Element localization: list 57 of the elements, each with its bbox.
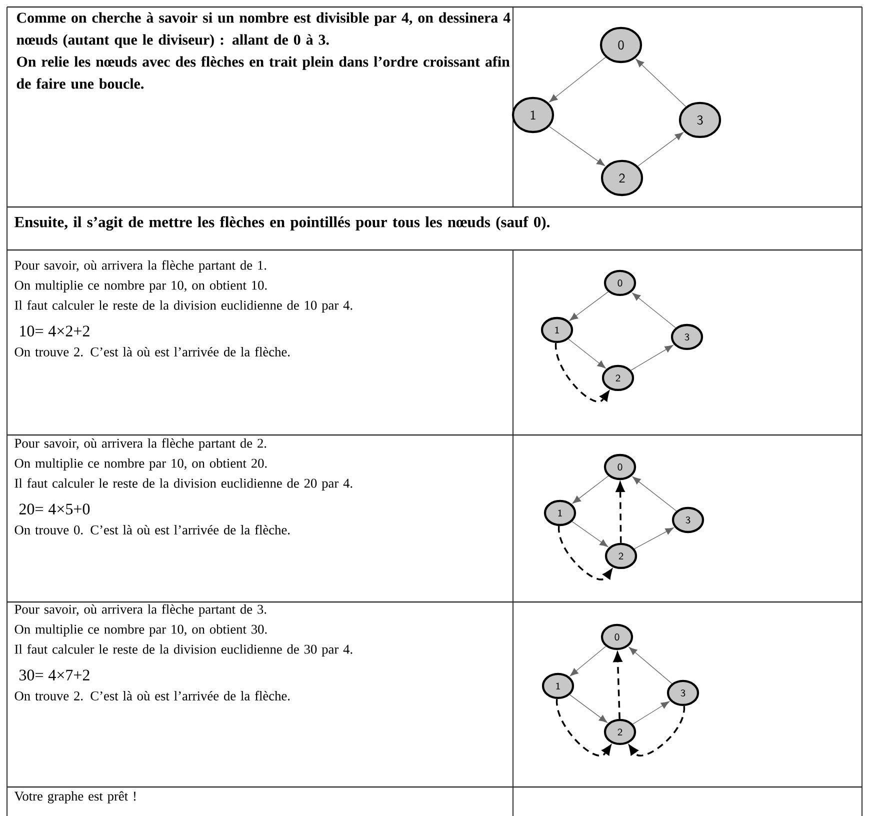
cell-text: On relie les nœuds avec des flèches en trait plein dans l’ordre croissant afin de faire une boucle. bbox=[16, 56, 510, 89]
arrow bbox=[556, 699, 612, 756]
arrow bbox=[615, 480, 626, 543]
graph-node: 1 bbox=[542, 672, 574, 700]
cell-text: On multiplie ce nombre par 10, on obtient 20. bbox=[14, 458, 267, 470]
arrow bbox=[630, 345, 674, 371]
formula-text: 30= 4×7+2 bbox=[20, 670, 90, 680]
arrow bbox=[570, 694, 608, 723]
graph-node: 1 bbox=[544, 500, 576, 526]
arrow bbox=[549, 56, 606, 102]
cell-text: Pour savoir, où arrivera la flèche partant de 3. bbox=[14, 604, 266, 616]
formula-text: 20= 4×5+0 bbox=[19, 504, 90, 514]
graph-node: 1 bbox=[540, 316, 574, 344]
cell-text: Pour savoir, où arrivera la flèche partant de 2. bbox=[14, 438, 266, 450]
arrow bbox=[634, 527, 674, 550]
cell-text: Il faut calculer le reste de la division euclidienne de 30 par 4. bbox=[14, 644, 352, 656]
graph-node: 0 bbox=[604, 270, 636, 296]
arrow bbox=[628, 646, 672, 684]
cell-text: On trouve 0. C’est là où est l’arrivée de la flèche. bbox=[14, 524, 290, 534]
arrow bbox=[558, 526, 614, 580]
graph-node: 3 bbox=[670, 324, 704, 350]
graph-node: 0 bbox=[604, 454, 636, 480]
graph-node: 2 bbox=[600, 160, 644, 196]
arrow bbox=[548, 126, 606, 166]
arrow bbox=[570, 292, 608, 321]
cell-text: Votre graphe est prêt ! bbox=[14, 791, 136, 804]
arrow bbox=[555, 343, 610, 402]
cell-text: Ensuite, il s’agit de mettre les flèches en pointillés pour tous les nœuds (sauf 0). bbox=[14, 216, 550, 231]
cell-text: Comme on cherche à savoir si un nombre est divisible par 4, on dessinera 4 nœuds (autant que le diviseur) : allant de 0 à 3. bbox=[16, 12, 510, 48]
arrow bbox=[628, 706, 686, 756]
cell-text: Il faut calculer le reste de la division euclidienne de 10 par 4. bbox=[14, 300, 352, 312]
cell-text: On trouve 2. C’est là où est l’arrivée de la flèche. bbox=[14, 690, 290, 700]
arrow bbox=[570, 646, 606, 676]
arrow bbox=[638, 132, 684, 166]
arrow bbox=[572, 521, 608, 547]
graph-node: 3 bbox=[672, 506, 704, 534]
graph-node: 1 bbox=[512, 96, 554, 134]
arrow bbox=[568, 338, 606, 368]
graph-node: 2 bbox=[604, 718, 636, 746]
arrow bbox=[632, 292, 676, 328]
graph-node: 3 bbox=[666, 680, 700, 706]
graph-node: 0 bbox=[600, 26, 642, 64]
formula-text: 10= 4×2+2 bbox=[20, 326, 90, 336]
arrow bbox=[612, 650, 623, 719]
arrow bbox=[636, 58, 686, 107]
arrow bbox=[632, 476, 677, 512]
arrow bbox=[632, 701, 670, 724]
graph-node: 2 bbox=[602, 364, 634, 392]
cell-text: Il faut calculer le reste de la division euclidienne de 20 par 4. bbox=[14, 478, 352, 490]
graph-node: 3 bbox=[678, 102, 722, 138]
arrow bbox=[572, 476, 609, 504]
graph-node: 2 bbox=[604, 542, 638, 570]
cell-text: On trouve 2. C’est là où est l’arrivée de la flèche. bbox=[14, 346, 290, 356]
cell-text: On multiplie ce nombre par 10, on obtient 10. bbox=[14, 280, 267, 292]
cell-text: Pour savoir, où arrivera la flèche partant de 1. bbox=[14, 260, 266, 272]
cell-text: On multiplie ce nombre par 10, on obtient 30. bbox=[14, 624, 267, 636]
graph-node: 0 bbox=[600, 624, 634, 650]
